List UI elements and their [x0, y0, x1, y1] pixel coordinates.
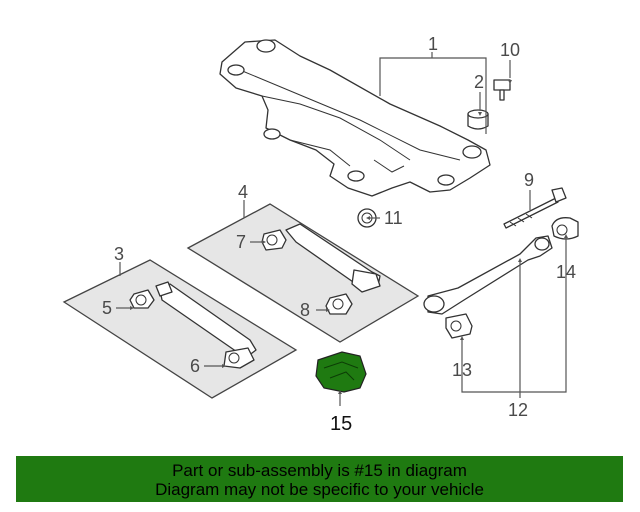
callout-8: 8 [300, 300, 310, 320]
arm-part-12 [423, 235, 553, 315]
callout-14: 14 [556, 262, 576, 282]
arrow-heads [130, 80, 568, 394]
callout-labels: 1 2 3 4 5 6 7 8 9 10 11 12 13 14 15 [102, 34, 576, 435]
callout-7: 7 [236, 232, 246, 252]
bushing-part-2 [467, 109, 489, 130]
bolt-part-9 [503, 187, 567, 229]
callout-11: 11 [384, 208, 403, 228]
callout-9: 9 [524, 170, 534, 190]
bushing-part-13 [445, 313, 473, 339]
banner-line-1: Part or sub-assembly is #15 in diagram [172, 461, 467, 480]
callout-4: 4 [238, 182, 248, 202]
info-banner: Part or sub-assembly is #15 in diagram D… [16, 456, 623, 502]
bushing-part-14 [551, 217, 579, 240]
callout-15: 15 [330, 413, 352, 435]
callout-12: 12 [508, 400, 528, 420]
callout-10: 10 [500, 40, 520, 60]
callout-1: 1 [428, 34, 438, 54]
leader-lines [116, 52, 567, 406]
callout-3: 3 [114, 244, 124, 264]
callout-6: 6 [190, 356, 200, 376]
panel-4 [186, 203, 420, 343]
mount-part-15 [315, 351, 367, 393]
banner-line-2: Diagram may not be specific to your vehi… [155, 480, 484, 499]
callout-13: 13 [452, 360, 472, 380]
callout-5: 5 [102, 298, 112, 318]
callout-2: 2 [474, 72, 484, 92]
panel-3 [62, 259, 298, 399]
crossmember-part [219, 39, 491, 197]
bolt-part-10 [493, 79, 511, 101]
